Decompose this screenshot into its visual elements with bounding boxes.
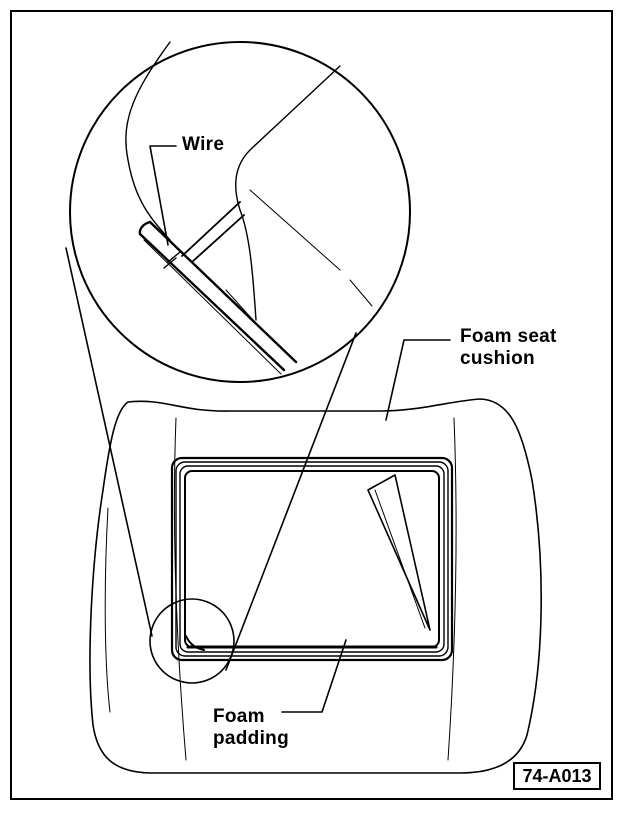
foam-seat-cushion-label: Foam seat cushion xyxy=(460,326,557,370)
projection-lines xyxy=(65,247,357,671)
foam-seat-cushion-label-line2: cushion xyxy=(460,348,535,369)
foam-padding-label: Foam padding xyxy=(213,706,289,750)
foam-seat-cushion-label-line1: Foam seat xyxy=(460,326,557,347)
wire-bar xyxy=(138,220,298,372)
leader-lines xyxy=(149,145,451,713)
foam-padding xyxy=(170,456,454,662)
figure-id-box: 74-A013 xyxy=(513,762,601,790)
detail-circle-small xyxy=(149,598,235,684)
foam-padding-label-line1: Foam xyxy=(213,706,265,727)
figure-frame xyxy=(10,10,613,800)
magnified-detail xyxy=(69,41,411,383)
wire-label: Wire xyxy=(182,134,225,155)
foam-seat-cushion xyxy=(89,398,542,774)
foam-padding-label-line2: padding xyxy=(213,728,289,749)
